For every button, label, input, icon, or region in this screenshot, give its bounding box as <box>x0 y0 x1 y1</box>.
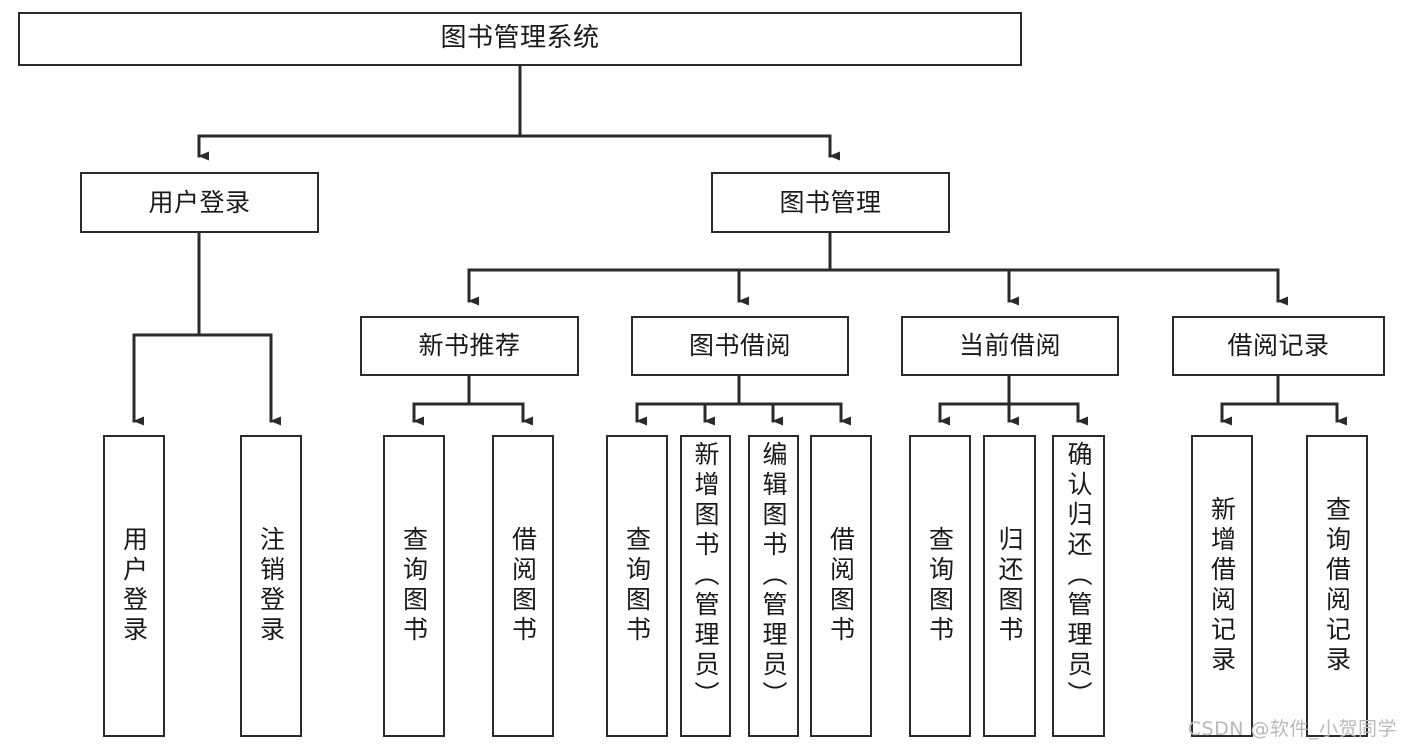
node-user-login-label: 用户登录 <box>148 187 251 217</box>
node-leaf-confirm-return-label: 确认归还（管理员） <box>1064 441 1093 711</box>
node-book-borrow[interactable]: 图书借阅 <box>631 316 849 376</box>
node-leaf-borrow-book-1[interactable]: 借阅图书 <box>492 435 554 737</box>
node-leaf-borrow-book-1-label: 借阅图书 <box>508 526 538 646</box>
node-leaf-confirm-return[interactable]: 确认归还（管理员） <box>1052 435 1105 737</box>
node-user-login[interactable]: 用户登录 <box>80 172 319 233</box>
node-new-book-recommend-label: 新书推荐 <box>418 331 521 360</box>
node-leaf-add-record[interactable]: 新增借阅记录 <box>1191 435 1253 737</box>
node-leaf-query-book-2[interactable]: 查询图书 <box>606 435 668 737</box>
node-book-management-label: 图书管理 <box>779 187 882 217</box>
node-leaf-query-record[interactable]: 查询借阅记录 <box>1306 435 1368 737</box>
node-leaf-query-book-2-label: 查询图书 <box>622 526 652 646</box>
node-leaf-user-logout[interactable]: 注销登录 <box>240 435 302 737</box>
node-book-borrow-label: 图书借阅 <box>688 331 791 360</box>
csdn-watermark: CSDN @软件_小贺同学 <box>1187 718 1397 740</box>
node-leaf-return-book-label: 归还图书 <box>995 526 1024 646</box>
node-book-management[interactable]: 图书管理 <box>711 172 950 233</box>
node-leaf-add-book-label: 新增图书（管理员） <box>691 441 720 711</box>
node-leaf-return-book[interactable]: 归还图书 <box>983 435 1036 737</box>
node-leaf-query-record-label: 查询借阅记录 <box>1322 496 1352 676</box>
node-leaf-edit-book-label: 编辑图书（管理员） <box>759 441 788 711</box>
node-borrow-record[interactable]: 借阅记录 <box>1172 316 1385 376</box>
node-leaf-user-login-label: 用户登录 <box>119 526 149 646</box>
node-borrow-record-label: 借阅记录 <box>1227 331 1330 360</box>
node-leaf-borrow-book-2[interactable]: 借阅图书 <box>810 435 872 737</box>
node-root-label: 图书管理系统 <box>440 23 600 54</box>
node-leaf-query-book-3-label: 查询图书 <box>925 526 955 646</box>
node-leaf-add-book[interactable]: 新增图书（管理员） <box>680 435 731 737</box>
node-leaf-user-logout-label: 注销登录 <box>256 526 286 646</box>
node-root[interactable]: 图书管理系统 <box>18 12 1022 66</box>
node-new-book-recommend[interactable]: 新书推荐 <box>360 316 579 376</box>
node-current-borrow-label: 当前借阅 <box>958 331 1061 360</box>
node-leaf-borrow-book-2-label: 借阅图书 <box>826 526 856 646</box>
node-leaf-query-book-1[interactable]: 查询图书 <box>383 435 445 737</box>
node-leaf-user-login[interactable]: 用户登录 <box>103 435 165 737</box>
node-leaf-add-record-label: 新增借阅记录 <box>1207 496 1237 676</box>
node-leaf-query-book-3[interactable]: 查询图书 <box>909 435 971 737</box>
node-current-borrow[interactable]: 当前借阅 <box>901 316 1119 376</box>
node-leaf-query-book-1-label: 查询图书 <box>399 526 429 646</box>
node-leaf-edit-book[interactable]: 编辑图书（管理员） <box>748 435 799 737</box>
